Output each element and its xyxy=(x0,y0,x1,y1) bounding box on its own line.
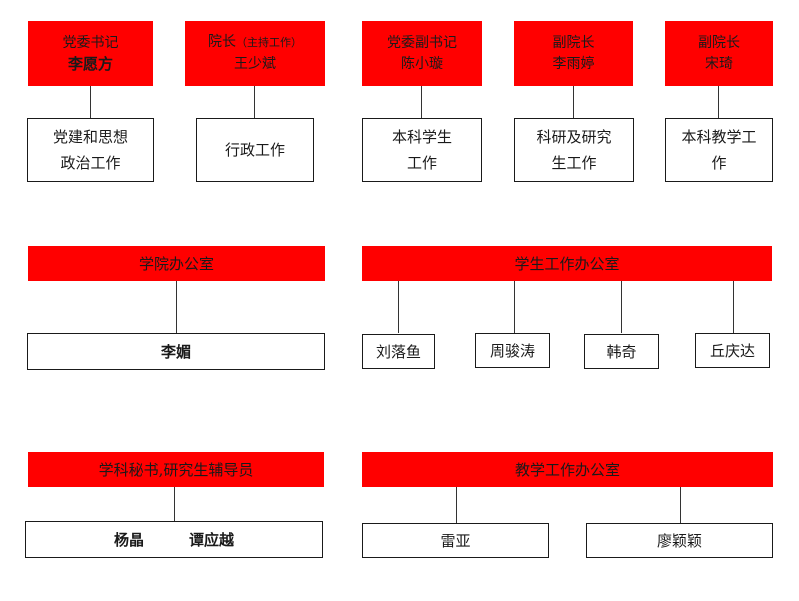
leader-duty-dean: 行政工作 xyxy=(196,118,314,182)
connector-line xyxy=(398,281,399,333)
connector-line xyxy=(421,86,422,118)
leader-header-deputy-party-secretary: 党委副书记 陈小璇 xyxy=(362,21,482,86)
duty-line-1: 本科教学工 xyxy=(681,128,757,146)
staff-box: 李媚 xyxy=(27,333,325,370)
leader-header-party-secretary: 党委书记 李愿方 xyxy=(28,21,153,86)
connector-line xyxy=(514,281,515,333)
leader-title: 副院长 xyxy=(552,34,595,51)
staff-box: 周骏涛 xyxy=(475,333,550,368)
connector-line xyxy=(733,281,734,333)
office-header-teaching: 教学工作办公室 xyxy=(362,452,773,487)
office-header-secretary: 学科秘书,研究生辅导员 xyxy=(28,452,324,487)
leader-duty-deputy-party-secretary: 本科学生 工作 xyxy=(362,118,482,182)
connector-line xyxy=(621,281,622,333)
duty-line-2: 作 xyxy=(711,154,727,172)
office-header-student: 学生工作办公室 xyxy=(362,246,772,281)
leader-duty-vice-dean-1: 科研及研究 生工作 xyxy=(514,118,634,182)
connector-line xyxy=(456,487,457,523)
leader-header-dean: 院长（主持工作） 王少斌 xyxy=(185,21,325,86)
staff-box: 杨晶 谭应越 xyxy=(25,521,323,558)
staff-box: 廖颖颖 xyxy=(586,523,773,558)
connector-line xyxy=(254,86,255,118)
leader-title: 党委书记 xyxy=(62,34,119,51)
staff-box: 丘庆达 xyxy=(695,333,770,368)
office-header-college: 学院办公室 xyxy=(28,246,325,281)
leader-name: 李愿方 xyxy=(67,54,113,73)
leader-header-vice-dean-2: 副院长 宋琦 xyxy=(665,21,773,86)
duty-line-1: 科研及研究 xyxy=(536,128,612,146)
leader-title: 党委副书记 xyxy=(387,34,457,51)
leader-title: 院长（主持工作） xyxy=(208,34,302,50)
duty-line-2: 生工作 xyxy=(551,154,597,172)
leader-name: 宋琦 xyxy=(705,55,733,72)
connector-line xyxy=(90,86,91,118)
duty-line-1: 行政工作 xyxy=(224,141,285,159)
duty-line-2: 工作 xyxy=(406,154,437,172)
connector-line xyxy=(718,86,719,118)
leader-duty-vice-dean-2: 本科教学工 作 xyxy=(665,118,773,182)
duty-line-2: 政治工作 xyxy=(60,154,121,172)
duty-line-1: 党建和思想 xyxy=(52,128,128,146)
staff-box: 雷亚 xyxy=(362,523,549,558)
duty-line-1: 本科学生 xyxy=(391,128,452,146)
leader-title: 副院长 xyxy=(698,34,740,51)
connector-line xyxy=(176,281,177,333)
leader-name: 李雨婷 xyxy=(552,55,595,72)
connector-line xyxy=(174,487,175,521)
leader-header-vice-dean-1: 副院长 李雨婷 xyxy=(514,21,633,86)
connector-line xyxy=(573,86,574,118)
leader-duty-party-secretary: 党建和思想 政治工作 xyxy=(27,118,154,182)
leader-name: 王少斌 xyxy=(234,56,276,72)
staff-box: 刘落鱼 xyxy=(362,334,435,369)
staff-box: 韩奇 xyxy=(584,334,659,369)
leader-name: 陈小璇 xyxy=(401,55,443,72)
connector-line xyxy=(680,487,681,523)
